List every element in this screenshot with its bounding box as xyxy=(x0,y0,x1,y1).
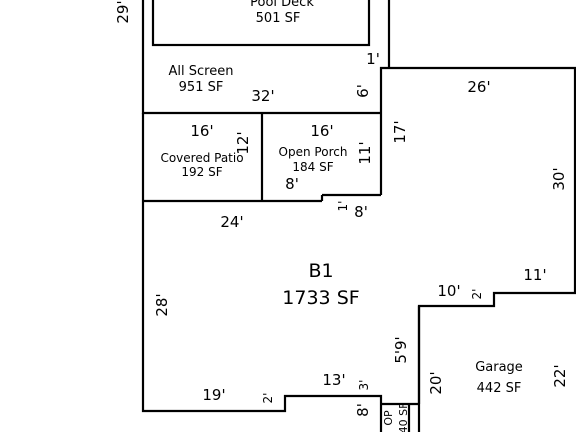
dim-17: 17' xyxy=(391,120,409,143)
dim-8-op: 8' xyxy=(354,403,372,417)
dim-13: 13' xyxy=(322,371,345,389)
dim-16-porch: 16' xyxy=(310,122,333,140)
dim-1-screen: 1' xyxy=(366,50,380,68)
op-sf: 40 SF xyxy=(397,403,410,432)
b1-outline xyxy=(141,113,383,432)
dim-2-house: 2' xyxy=(261,393,275,404)
covered-patio-name: Covered Patio xyxy=(160,151,243,165)
dim-6: 6' xyxy=(354,84,372,98)
b1-name: B1 xyxy=(308,260,333,282)
dim-20: 20' xyxy=(427,371,445,394)
dim-8-porch: 8' xyxy=(285,175,299,193)
all-screen-sf: 951 SF xyxy=(179,80,224,95)
dim-22: 22' xyxy=(551,364,569,387)
covered-patio-sf: 192 SF xyxy=(181,165,222,179)
pool-deck-outline xyxy=(151,0,371,47)
garage-name: Garage xyxy=(475,360,523,375)
dim-24: 24' xyxy=(220,213,243,231)
b1-right-outline xyxy=(379,66,576,195)
dim-3: 3' xyxy=(357,380,371,391)
dim-1-step: 1' xyxy=(336,201,350,212)
all-screen-name: All Screen xyxy=(169,64,234,79)
dim-11-porch: 11' xyxy=(356,141,374,164)
pool-deck-name: Pool Deck xyxy=(250,0,314,10)
dim-2-garage: 2' xyxy=(470,289,484,300)
garage-sf: 442 SF xyxy=(477,381,522,396)
dim-28: 28' xyxy=(153,293,171,316)
dim-8-step: 8' xyxy=(354,203,368,221)
dim-5-9: 5'9' xyxy=(392,336,410,363)
dim-11-garage: 11' xyxy=(523,266,546,284)
dim-32: 32' xyxy=(251,87,274,105)
dim-30: 30' xyxy=(550,167,568,190)
open-porch-name: Open Porch xyxy=(279,145,348,159)
dim-29: 29' xyxy=(114,0,132,23)
dim-10: 10' xyxy=(437,282,460,300)
dim-12: 12' xyxy=(234,131,252,154)
op-name: OP xyxy=(382,410,395,426)
dim-16-patio: 16' xyxy=(190,122,213,140)
dim-26: 26' xyxy=(467,78,490,96)
dim-19: 19' xyxy=(202,386,225,404)
open-porch-sf: 184 SF xyxy=(292,160,333,174)
pool-deck-sf: 501 SF xyxy=(256,11,301,26)
b1-sf: 1733 SF xyxy=(282,287,359,309)
